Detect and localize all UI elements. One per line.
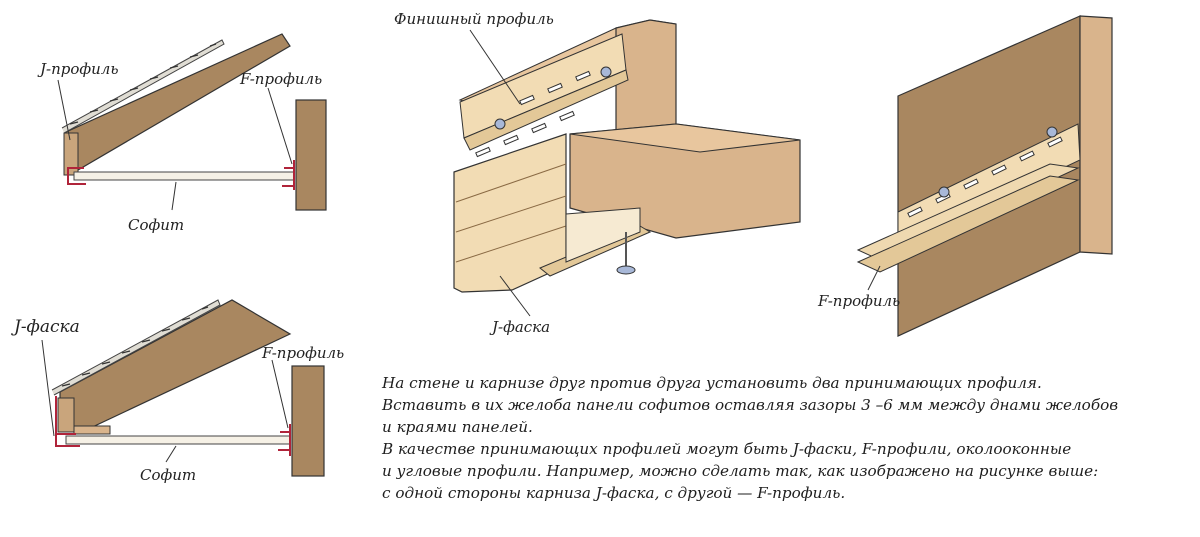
- caption-line: В качестве принимающих профилей могут бы…: [382, 440, 1072, 458]
- label-j-fascia: J-фаска: [489, 318, 550, 336]
- f-profile-shape: [282, 160, 295, 190]
- leader-j-fascia: [41, 339, 55, 437]
- label-j-profile: J-профиль: [37, 60, 119, 78]
- leader-soffit: [165, 445, 177, 463]
- fascia-board: [63, 132, 79, 176]
- label-f-profile: F-профиль: [817, 292, 900, 310]
- wall-side: [1079, 15, 1113, 255]
- diagram-soffit-j-fascia: J-фаска F-профиль Софит: [11, 299, 344, 484]
- instruction-caption: На стене и карнизе друг против друга уст…: [382, 372, 1197, 504]
- caption-line: Вставить в их желоба панели софитов оста…: [382, 396, 1119, 414]
- leader-finish-profile: [469, 29, 521, 105]
- nail-head: [600, 66, 612, 78]
- leader-f-profile: [867, 265, 881, 291]
- batten: [73, 425, 111, 435]
- roof-sheathing: [61, 39, 225, 134]
- roof-shingles: [61, 306, 209, 387]
- nail-slots-f: [907, 136, 1063, 218]
- f-profile-shape: [278, 424, 291, 456]
- caption-line: На стене и карнизе друг против друга уст…: [382, 374, 1042, 392]
- hanging-nail-head: [616, 265, 636, 275]
- wall-block: [291, 365, 325, 477]
- roof-rafter: [59, 299, 292, 431]
- label-f-profile: F-профиль: [261, 344, 344, 362]
- soffit-panel: [65, 435, 291, 445]
- roof-sheathing: [51, 299, 221, 396]
- j-profile-shape: [67, 167, 86, 185]
- soffit-underside: [565, 207, 641, 263]
- finish-profile-lip: [463, 69, 629, 151]
- roof-rafter: [65, 33, 291, 171]
- label-soffit: Софит: [128, 216, 184, 234]
- diagram-eave-3d: Финишный профиль J-фаска: [394, 10, 801, 336]
- f-profile-lower: [856, 175, 1080, 273]
- label-f-profile: F-профиль: [239, 70, 322, 88]
- j-fascia-shape: [55, 396, 80, 447]
- diagram-wall-f-profile: F-профиль: [817, 15, 1113, 337]
- leader-soffit: [171, 181, 177, 211]
- nail-head: [1046, 126, 1058, 138]
- roof-shingles: [69, 43, 217, 125]
- nail-slots-finish: [475, 70, 591, 158]
- leader-f-profile: [267, 87, 293, 165]
- wall-block: [295, 99, 327, 211]
- eave-bottom-top: [569, 123, 801, 153]
- fascia-board: [57, 397, 75, 433]
- label-soffit: Софит: [140, 466, 196, 484]
- soffit-panel: [73, 171, 295, 181]
- nail-head: [494, 118, 506, 130]
- caption-line: с одной стороны карниза J-фаска, с друго…: [382, 484, 846, 502]
- diagram-soffit-j-profile: J-профиль F-профиль Софит: [37, 33, 327, 234]
- caption-line: и угловые профили. Например, можно сдела…: [382, 462, 1099, 480]
- nail-head: [938, 186, 950, 198]
- leader-j-fascia: [499, 275, 531, 317]
- leader-j-profile: [57, 79, 71, 141]
- panel-grooves: [455, 163, 567, 263]
- label-finish-profile: Финишный профиль: [394, 10, 554, 28]
- leader-f-profile: [271, 359, 289, 429]
- label-j-fascia: J-фаска: [11, 317, 80, 337]
- caption-line: и краями панелей.: [382, 418, 533, 436]
